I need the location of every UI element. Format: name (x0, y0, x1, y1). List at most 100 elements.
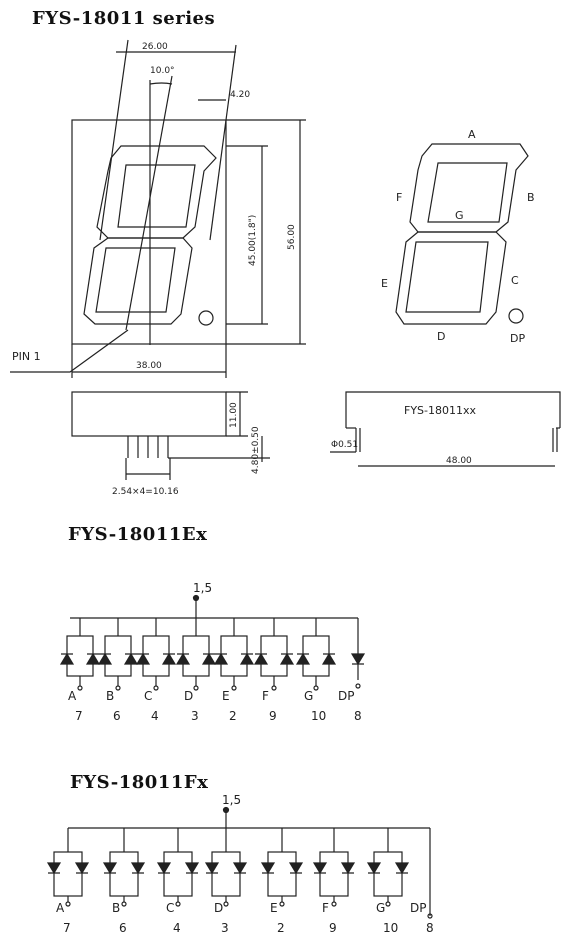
segment-label: D (214, 901, 223, 915)
segment-label: A (68, 689, 77, 703)
diode-symbol (102, 862, 118, 875)
seg-label-a: A (468, 128, 476, 141)
dim-body-width: 38.00 (136, 361, 162, 371)
segment-label: A (56, 901, 65, 915)
front-view (10, 39, 306, 378)
pin-number: 9 (329, 921, 337, 935)
pin-number: 7 (75, 709, 83, 723)
pin-number: 2 (277, 921, 285, 935)
diode-pair-frame (211, 851, 241, 897)
diode-symbol (312, 862, 328, 875)
diode-pair (253, 618, 295, 691)
pin-number: 4 (151, 709, 159, 723)
dim-pin-span: 48.00 (446, 456, 472, 466)
pin-terminal (331, 901, 337, 907)
segment-label: F (262, 689, 269, 703)
top-view-body (345, 391, 561, 428)
diode-symbol (253, 652, 269, 665)
pin-terminal (77, 685, 83, 691)
digit-upper-inner (117, 164, 196, 228)
map-dp-dot (508, 308, 524, 324)
segment-map (395, 143, 529, 325)
diode-symbol (260, 862, 276, 875)
diode-symbol (288, 862, 304, 875)
seg-label-b: B (527, 191, 535, 204)
diode-symbol (394, 862, 410, 875)
diode-pair-frame (373, 851, 403, 897)
pin-number: 3 (191, 709, 199, 723)
seg-label-d: D (437, 330, 445, 343)
diode-pair-frame (267, 851, 297, 897)
pin-number: 6 (113, 709, 121, 723)
pin-number: 10 (311, 709, 326, 723)
slant-guide-left (99, 39, 129, 241)
diode-pair-frame (220, 635, 248, 677)
diode-pair-frame (319, 851, 349, 897)
pin-terminal (385, 901, 391, 907)
diode-pair-frame (163, 851, 193, 897)
diode-dp (350, 653, 366, 666)
diode-pair-frame (260, 635, 288, 677)
title-common-anode: FYS-18011Ex (68, 524, 208, 545)
diode-symbol (213, 652, 229, 665)
diode-pair (156, 828, 200, 907)
circuit-ex (70, 594, 366, 689)
diode-pair (204, 828, 248, 907)
pin-terminal (427, 913, 433, 919)
seg-label-e: E (381, 277, 388, 290)
dim-char-height: 45.00(1.8") (248, 215, 258, 266)
diode-symbol (340, 862, 356, 875)
diode-pair (213, 618, 255, 691)
pin-terminal (223, 901, 229, 907)
segment-label: C (166, 901, 174, 915)
pin-number: 7 (63, 921, 71, 935)
title-series: FYS-18011 series (32, 8, 216, 29)
pin-number: 2 (229, 709, 237, 723)
ex-common-label: 1,5 (193, 581, 212, 595)
diode-pair (312, 828, 356, 907)
pin1-leader (10, 329, 129, 373)
seg-label-g: G (455, 209, 464, 222)
pin-terminal (153, 685, 159, 691)
segment-label: C (144, 689, 152, 703)
digit-lower-inner (95, 247, 176, 313)
diode-pair-frame (182, 635, 210, 677)
dim-side-height: 11.00 (229, 402, 239, 428)
part-label: FYS-18011xx (404, 404, 477, 417)
diode-symbol (59, 652, 75, 665)
display-body-outline (71, 119, 227, 345)
pin-number: 4 (173, 921, 181, 935)
diode-symbol (201, 652, 217, 665)
dim-pin-dia: Φ0.51 (331, 440, 358, 450)
diode-symbol (239, 652, 255, 665)
diode-symbol (366, 862, 382, 875)
side-body (71, 391, 227, 437)
segment-label-dp: DP (338, 689, 354, 703)
segment-label-dp: DP (410, 901, 426, 915)
segment-label: B (106, 689, 114, 703)
pin-terminal (271, 685, 277, 691)
diode-symbol (156, 862, 172, 875)
diode-symbol (74, 862, 90, 875)
pin-number: 10 (383, 921, 398, 935)
seg-label-dp: DP (510, 332, 525, 345)
circuit-fx (68, 806, 433, 919)
dim-pin-pitch: 2.54×4=10.16 (112, 487, 179, 497)
diode-pair (366, 828, 410, 907)
diode-symbol (161, 652, 177, 665)
pin-terminal (121, 901, 127, 907)
pin-terminal (193, 685, 199, 691)
seg-label-f: F (396, 191, 402, 204)
angle-arc (149, 82, 173, 85)
diode-symbol (175, 652, 191, 665)
diode-symbol (321, 652, 337, 665)
slant-guide-right (209, 44, 237, 241)
pin-number: 6 (119, 921, 127, 935)
side-view (71, 391, 270, 480)
diode-pair (46, 828, 90, 907)
diode-pair-frame (66, 635, 94, 677)
pin-number-dp: 8 (426, 921, 434, 935)
